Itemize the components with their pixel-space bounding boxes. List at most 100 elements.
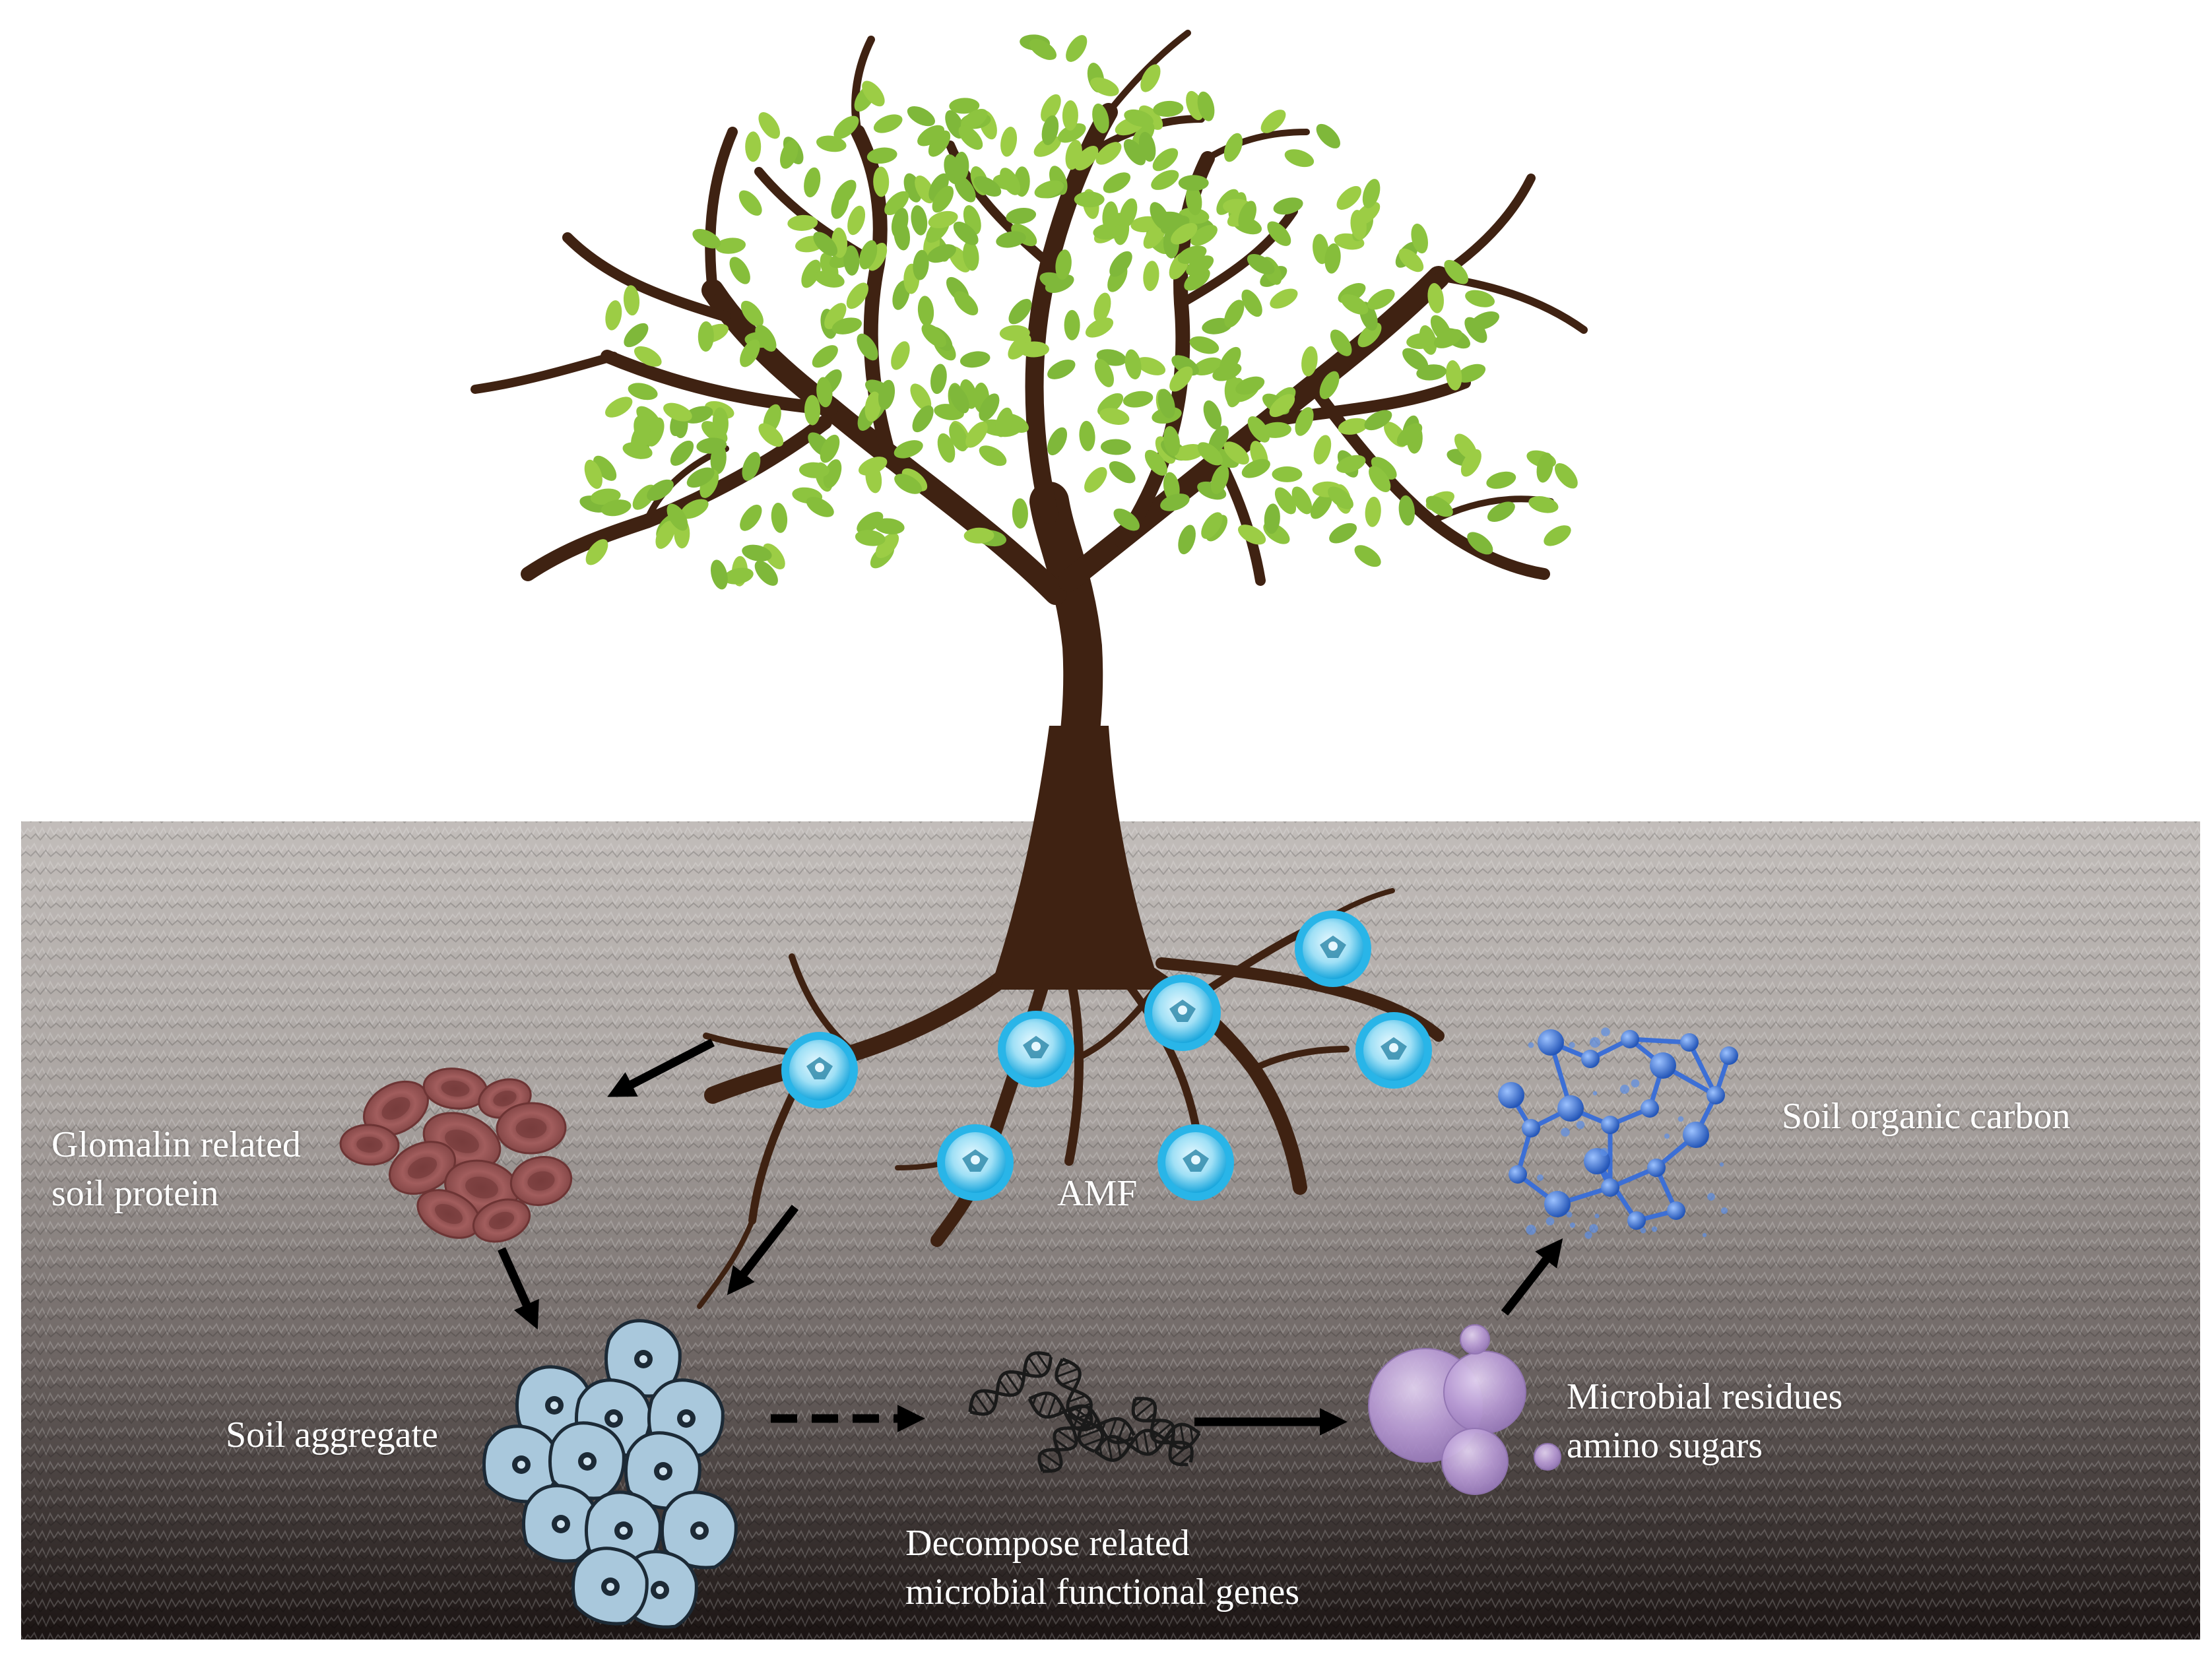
molecule-particle <box>1652 1227 1658 1232</box>
amf-spore <box>1144 974 1221 1051</box>
tree-branch <box>710 132 732 290</box>
molecule-particle <box>1664 1133 1670 1139</box>
leaf <box>1100 168 1134 197</box>
leaf <box>1142 260 1160 292</box>
molecule-particle <box>1561 1128 1570 1137</box>
molecule-particle <box>1594 1213 1599 1218</box>
leaf <box>1272 466 1302 482</box>
leaf <box>1122 348 1144 380</box>
leaf <box>603 299 624 331</box>
leaf <box>602 393 636 422</box>
molecule-particle <box>1707 1193 1715 1201</box>
molecule-particle <box>1546 1217 1555 1226</box>
label-amf: AMF <box>1057 1169 1137 1218</box>
residue-bubble <box>1534 1444 1561 1470</box>
leaf <box>1272 195 1305 217</box>
label-soil-aggregate: Soil aggregate <box>226 1411 438 1459</box>
leaf <box>1282 146 1316 170</box>
leaf <box>1364 496 1382 528</box>
molecule-particle <box>1678 1116 1684 1122</box>
molecule-atom <box>1627 1211 1646 1230</box>
molecule-particle <box>1590 1037 1600 1048</box>
tree-branch <box>568 238 726 317</box>
amf-spore <box>1355 1012 1432 1089</box>
molecule-particle <box>1577 1121 1585 1130</box>
molecule-particle <box>1570 1223 1575 1228</box>
label-genes: Decompose related microbial functional g… <box>905 1519 1299 1616</box>
molecule-particle <box>1600 1148 1608 1156</box>
leaf <box>1540 521 1575 550</box>
leaf <box>1012 498 1029 528</box>
leaf <box>917 295 935 327</box>
amf-spore <box>998 1011 1074 1087</box>
amf-spore <box>1157 1124 1234 1201</box>
label-residues-line1: Microbial residues <box>1567 1372 1842 1421</box>
leaf <box>976 441 1010 470</box>
leaf <box>1148 166 1182 194</box>
leaf <box>1179 175 1209 191</box>
label-soc: Soil organic carbon <box>1782 1092 2071 1141</box>
leaf <box>745 131 761 162</box>
molecule-particle <box>1620 1085 1629 1094</box>
amf-spore <box>781 1032 858 1108</box>
residue-bubble <box>1444 1351 1526 1433</box>
leaf <box>1266 284 1301 313</box>
molecule-particle <box>1528 1042 1534 1048</box>
label-soc-text: Soil organic carbon <box>1782 1092 2071 1141</box>
molecule-particle <box>1720 1163 1724 1166</box>
molecule-atom <box>1707 1086 1725 1104</box>
molecule-atom <box>1647 1159 1666 1177</box>
molecule-particle <box>1601 1027 1610 1036</box>
aggregate-cell <box>573 1548 647 1624</box>
leaf <box>734 186 766 220</box>
leaf <box>620 319 653 351</box>
molecule-particle <box>1641 1228 1646 1234</box>
molecule-particle <box>1569 1042 1575 1048</box>
leaf <box>1175 523 1198 556</box>
molecule-particle <box>1584 1231 1592 1238</box>
molecule-atom <box>1601 1116 1619 1134</box>
molecule-atom <box>1641 1099 1659 1118</box>
molecule-atom <box>1509 1165 1527 1184</box>
leaf <box>928 363 949 395</box>
leaf <box>698 321 714 352</box>
leaf <box>1351 541 1384 571</box>
leaf <box>998 125 1020 158</box>
label-glomalin-line1: Glomalin related <box>51 1120 301 1169</box>
molecule-particle <box>1589 1224 1598 1232</box>
residue-bubble <box>1442 1428 1508 1494</box>
residue-bubble <box>1460 1325 1489 1354</box>
leaf <box>1044 356 1078 383</box>
leaf <box>1074 191 1105 207</box>
leaf <box>708 558 731 591</box>
molecule-atom <box>1680 1033 1699 1052</box>
label-residues-line2: amino sugars <box>1567 1421 1842 1470</box>
molecule-atom <box>1557 1095 1584 1122</box>
leaf <box>959 349 991 369</box>
label-glomalin: Glomalin related soil protein <box>51 1120 301 1218</box>
tree-branch <box>475 356 614 389</box>
molecule-atom <box>1720 1046 1738 1065</box>
label-glomalin-line2: soil protein <box>51 1169 301 1218</box>
molecule-atom <box>1621 1030 1639 1048</box>
leaf <box>1064 310 1080 340</box>
label-soil-aggregate-text: Soil aggregate <box>226 1411 438 1459</box>
molecule-particle <box>1631 1079 1640 1088</box>
leaf <box>808 341 842 372</box>
molecule-atom <box>1538 1029 1564 1056</box>
molecule-atom <box>1683 1122 1709 1148</box>
molecule-particle <box>1703 1233 1707 1237</box>
molecule-atom <box>1498 1082 1524 1108</box>
molecule-atom <box>1650 1052 1676 1079</box>
label-residues: Microbial residues amino sugars <box>1567 1372 1842 1470</box>
leaf <box>1312 120 1344 153</box>
leaf <box>1078 420 1096 452</box>
tree-branch <box>1439 277 1584 330</box>
leaf <box>736 501 766 534</box>
leaf <box>787 214 818 232</box>
molecule-particle <box>1721 1207 1728 1214</box>
leaf <box>1311 433 1334 466</box>
amf-spore <box>1295 910 1371 987</box>
